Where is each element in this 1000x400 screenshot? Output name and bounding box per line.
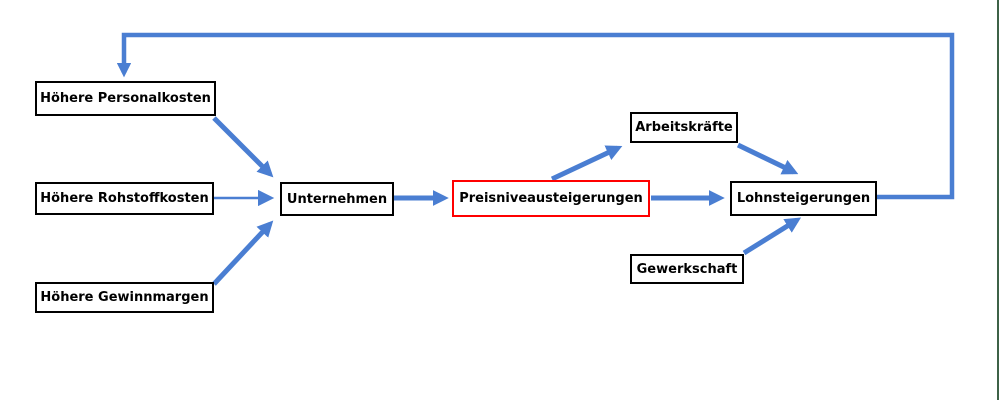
node-lohnsteigerungen: Lohnsteigerungen (730, 181, 877, 216)
node-label-arbeitskraefte: Arbeitskräfte (635, 120, 733, 135)
node-label-lohnsteigerungen: Lohnsteigerungen (736, 191, 871, 206)
node-label-hoehere-personalkosten: Höhere Personalkosten (40, 91, 211, 106)
node-hoehere-gewinnmargen: Höhere Gewinnmargen (35, 282, 214, 313)
node-label-hoehere-gewinnmargen: Höhere Gewinnmargen (40, 290, 209, 305)
arrow-feedback-lohnsteigerungen-to-personalkosten (116, 32, 955, 200)
arrow-gewinnmargen-to-unternehmen (212, 220, 274, 286)
arrow-preisniveausteigerungen-to-arbeitskraefte (550, 145, 623, 182)
node-label-gewerkschaft: Gewerkschaft (636, 261, 738, 277)
arrow-gewerkschaft-to-lohnsteigerungen (742, 217, 802, 256)
node-preisniveausteigerungen: Preisniveausteigerungen (452, 180, 650, 217)
node-label-preisniveausteigerungen: Preisniveausteigerungen (459, 191, 643, 206)
node-label-hoehere-rohstoffkosten: Höhere Rohstoffkosten (40, 191, 209, 206)
node-arbeitskraefte: Arbeitskräfte (630, 112, 738, 143)
node-hoehere-rohstoffkosten: Höhere Rohstoffkosten (35, 182, 214, 215)
node-gewerkschaft: Gewerkschaft (630, 254, 744, 284)
arrow-arbeitskraefte-to-lohnsteigerungen (736, 142, 799, 175)
window-edge-line (997, 0, 999, 400)
node-hoehere-personalkosten: Höhere Personalkosten (35, 81, 216, 116)
node-label-unternehmen: Unternehmen (286, 191, 388, 207)
arrow-personalkosten-to-unternehmen (212, 116, 274, 178)
node-unternehmen: Unternehmen (280, 182, 394, 216)
